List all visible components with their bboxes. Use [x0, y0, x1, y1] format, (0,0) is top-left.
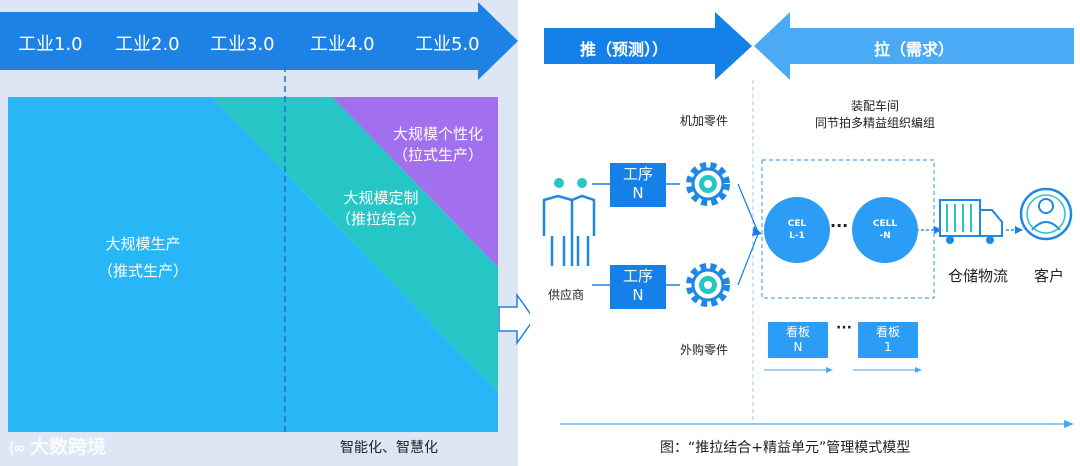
cell-1-line1: CEL [787, 219, 807, 229]
figure-caption: 图：“推拉结合+精益单元”管理模式模型 [660, 440, 911, 456]
watermark-text: 大数跨境 [29, 436, 106, 458]
watermark: ⟨∞ 大数跨境 [8, 432, 106, 459]
gear-top-icon [686, 162, 730, 206]
kanban-n-line1: 看板 [785, 325, 810, 339]
assembly-title-line1: 装配车间 [850, 99, 899, 113]
process-box-bottom: 工序 N [610, 265, 666, 309]
customer-icon [1019, 187, 1073, 241]
customer-label: 客户 [1034, 267, 1065, 285]
cell-n: CELL -N [852, 197, 918, 263]
gear-bottom-label: 外购零件 [680, 343, 729, 357]
era-label-3: 工业3.0 [210, 34, 275, 55]
merge-arrowhead [752, 226, 762, 236]
cell-1-line2: L-1 [789, 231, 805, 241]
process-box-top-line2: N [632, 184, 644, 202]
era-label-4: 工业4.0 [310, 34, 375, 55]
smart-caption: 智能化、智慧化 [340, 440, 438, 456]
warehouse-label: 仓储物流 [948, 267, 1009, 285]
kanban-n: 看板 N [768, 322, 828, 358]
kanban-1-line2: 1 [884, 340, 892, 354]
push-arrow [544, 12, 752, 80]
gear-bottom-icon [686, 263, 730, 307]
kanban-1: 看板 1 [858, 322, 918, 358]
kanban-ellipsis: ··· [836, 320, 852, 336]
process-box-bottom-line2: N [632, 286, 644, 304]
pull-arrow [754, 12, 1074, 80]
mass-customization-line2: （推拉结合） [335, 210, 426, 228]
gear-top-label: 机加零件 [680, 114, 729, 128]
assembly-title: 装配车间 同节拍多精益组织编组 [810, 98, 940, 132]
mass-production-line1: 大规模生产 [105, 235, 181, 253]
truck-icon [939, 199, 1003, 244]
kanban-1-line1: 看板 [875, 325, 900, 339]
kanban-n-line2: N [793, 340, 803, 354]
connector-gear-top-cells [737, 183, 759, 233]
era-label-1: 工业1.0 [18, 34, 83, 55]
region-mass-customization [212, 97, 498, 392]
supplier-label: 供应商 [548, 288, 585, 302]
cell-n-line1: CELL [872, 219, 898, 229]
era-label-2: 工业2.0 [115, 34, 180, 55]
evolution-graphics [0, 2, 518, 432]
model-graphics [542, 12, 1074, 428]
mass-production-line2: （推式生产） [97, 262, 188, 280]
mass-customization-line1: 大规模定制 [343, 189, 419, 207]
transition-arrow-icon [498, 293, 535, 345]
push-label: 推（预测）） [580, 40, 669, 59]
mass-personalization-line1: 大规模个性化 [392, 125, 483, 143]
evolution-panel: 工业1.0 工业2.0 工业3.0 工业4.0 工业5.0 大规模生产 （推式生… [0, 0, 518, 466]
connector-gear-bottom-cells [737, 233, 759, 286]
cell-n-line2: -N [879, 231, 891, 241]
region-mass-production [8, 97, 498, 432]
cell-ellipsis: ··· [830, 216, 849, 235]
process-box-bottom-line1: 工序 [622, 267, 653, 285]
assembly-title-line2: 同节拍多精益组织编组 [814, 116, 935, 130]
push-pull-model-panel: 推（预测）） 拉（需求） 工序 N 工序 N 机加零件 外购零件 供应商 装配车… [530, 0, 1080, 466]
pull-label: 拉（需求） [874, 40, 955, 59]
region-mass-personalization [332, 97, 498, 267]
mass-personalization-line2: （拉式生产） [392, 146, 483, 164]
supplier-icon [542, 178, 596, 266]
mass-customization-text: 大规模定制 （推拉结合） [326, 188, 436, 230]
watermark-logo-icon: ⟨∞ [8, 439, 25, 457]
process-box-top: 工序 N [610, 163, 666, 207]
mass-personalization-text: 大规模个性化 （拉式生产） [380, 124, 496, 166]
cell-1: CEL L-1 [764, 197, 830, 263]
era-arrow [0, 2, 518, 80]
mass-production-text: 大规模生产 （推式生产） [88, 234, 198, 282]
era-label-5: 工业5.0 [415, 34, 480, 55]
process-box-top-line1: 工序 [622, 165, 653, 183]
